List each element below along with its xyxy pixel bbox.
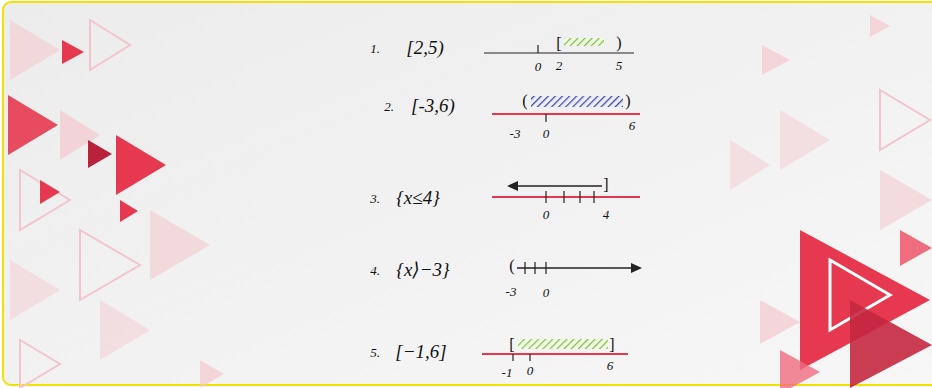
axis: [484, 52, 634, 53]
tick-label: 0: [543, 286, 550, 299]
triangle: [88, 140, 112, 168]
number-line-5: [482, 339, 628, 361]
interval-bracket: ): [625, 93, 630, 109]
axis: [492, 196, 640, 198]
triangle: [20, 170, 70, 230]
tick-label: 6: [607, 359, 614, 372]
tick: [524, 262, 525, 274]
triangle: [116, 135, 166, 195]
interval-notation: {x≤4}: [396, 188, 440, 207]
triangle: [10, 20, 60, 80]
interval-notation: [-3,6): [411, 96, 455, 115]
tick-label: 6: [629, 119, 636, 132]
decoration-left: [8, 20, 224, 388]
interval-bracket: [: [509, 337, 514, 353]
triangle: [20, 340, 60, 388]
triangle: [120, 200, 138, 222]
tick-label: -1: [502, 366, 513, 379]
tick: [593, 191, 594, 203]
item-number: 1.: [370, 42, 380, 55]
triangle: [200, 360, 224, 388]
triangle: [780, 110, 830, 170]
interval-bracket: (: [522, 93, 527, 109]
interval-shade: [518, 339, 608, 349]
interval-notation: [2,5): [406, 38, 443, 57]
triangle: [730, 140, 770, 190]
interval-bracket: ]: [603, 177, 608, 193]
triangle: [80, 230, 140, 300]
tick-label: 5: [616, 59, 623, 72]
tick: [537, 45, 538, 53]
tick-label: 2: [556, 59, 563, 72]
tick: [545, 262, 546, 274]
tick-label: -3: [506, 285, 517, 298]
item-number: 4.: [370, 264, 380, 277]
interval-bracket: ): [616, 35, 621, 51]
frame: [3, 2, 932, 385]
tick: [545, 191, 546, 203]
interval-shade: [564, 38, 604, 46]
tick: [534, 262, 535, 274]
interval-shade: [531, 96, 623, 107]
number-line-2: [492, 96, 640, 122]
axis: [482, 353, 628, 355]
ray: [516, 185, 602, 186]
tick-label: 0: [543, 127, 550, 140]
triangle: [760, 300, 800, 344]
ray: [517, 267, 632, 268]
tick-label: 4: [603, 208, 610, 221]
tick-label: -3: [510, 127, 521, 140]
tick: [545, 114, 546, 122]
number-line-3: [492, 181, 640, 203]
arrowhead: [507, 181, 518, 191]
triangle: [880, 90, 930, 150]
tick-label: 0: [543, 208, 550, 221]
triangle: [762, 45, 790, 75]
triangle: [880, 170, 932, 230]
triangle: [90, 20, 130, 70]
arrowhead: [631, 263, 642, 273]
triangle: [100, 300, 150, 360]
triangle: [900, 230, 932, 266]
tick: [579, 191, 580, 203]
triangle: [850, 300, 932, 388]
tick: [512, 354, 513, 361]
triangle: [62, 40, 84, 64]
item-number: 2.: [384, 100, 394, 113]
triangle: [10, 260, 60, 320]
axis: [492, 113, 640, 115]
interval-notation: {x⟩−3}: [396, 260, 449, 279]
item-number: 5.: [370, 346, 380, 359]
tick: [563, 191, 564, 203]
triangle: [780, 350, 820, 388]
interval-bracket: ]: [609, 337, 614, 353]
decoration-right: [730, 15, 932, 388]
triangle: [8, 95, 58, 155]
item-number: 3.: [370, 192, 380, 205]
number-line-4: [517, 262, 642, 274]
triangle: [40, 180, 60, 204]
tick-label: 0: [535, 60, 542, 73]
triangle: [870, 15, 890, 37]
triangle: [150, 210, 210, 280]
interval-bracket: [: [556, 36, 561, 52]
tick: [529, 354, 530, 361]
interval-bracket: (: [509, 258, 514, 274]
tick-label: 0: [527, 364, 534, 377]
interval-notation: [−1,6]: [395, 342, 446, 361]
